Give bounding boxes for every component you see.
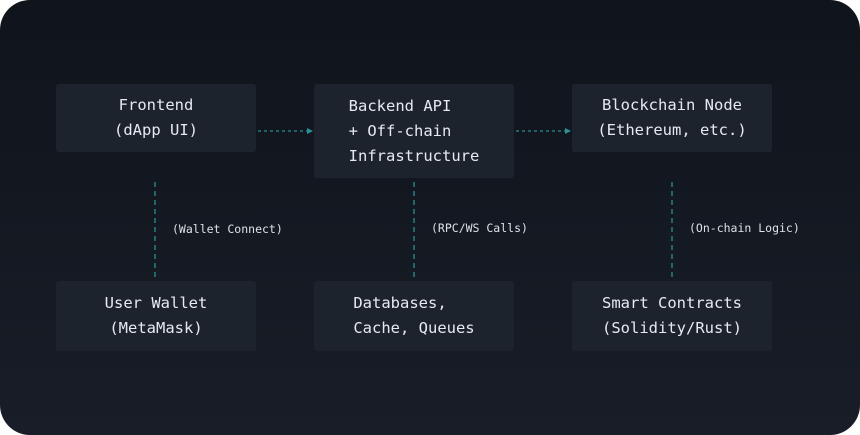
- edge-label-onchain-logic: (On-chain Logic): [689, 221, 800, 235]
- node-frontend-label: Frontend (dApp UI): [114, 96, 198, 139]
- node-blockchain-label: Blockchain Node (Ethereum, etc.): [597, 96, 747, 139]
- edge-label-wallet-connect: (Wallet Connect): [172, 222, 283, 236]
- node-frontend: Frontend (dApp UI): [56, 84, 256, 152]
- node-backend-api: Backend API + Off-chain Infrastructure: [314, 84, 514, 178]
- node-smart-contracts-label: Smart Contracts (Solidity/Rust): [602, 294, 742, 337]
- node-smart-contracts: Smart Contracts (Solidity/Rust): [572, 281, 772, 351]
- node-databases: Databases, Cache, Queues: [314, 281, 514, 351]
- node-databases-label: Databases, Cache, Queues: [353, 294, 475, 337]
- node-user-wallet-label: User Wallet (MetaMask): [104, 294, 208, 337]
- node-user-wallet: User Wallet (MetaMask): [56, 281, 256, 351]
- node-blockchain: Blockchain Node (Ethereum, etc.): [572, 84, 772, 152]
- node-backend-api-label: Backend API + Off-chain Infrastructure: [348, 96, 480, 165]
- edge-label-rpc-calls: (RPC/WS Calls): [431, 221, 528, 235]
